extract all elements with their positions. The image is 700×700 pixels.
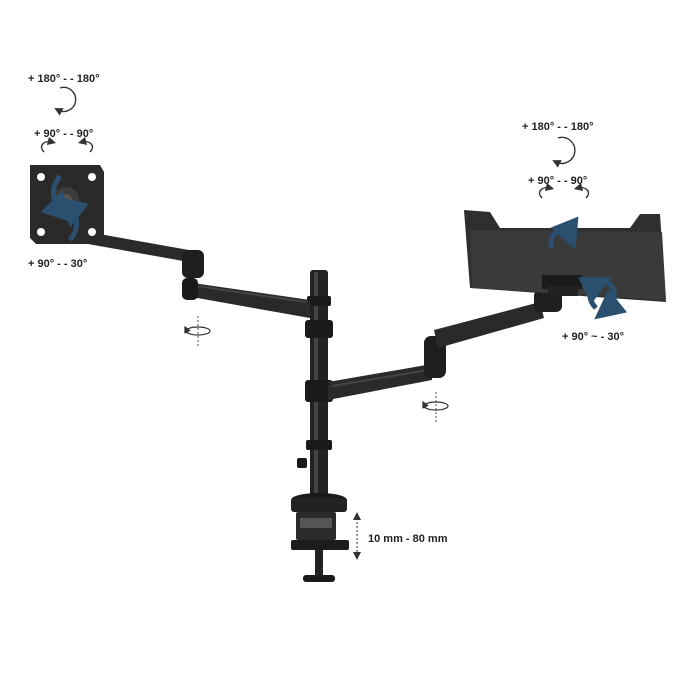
left-arm — [88, 232, 310, 318]
right-swivel-label: + 90° - - 90° — [528, 175, 588, 187]
right-rotation-label: + 180° - - 180° — [522, 121, 594, 133]
left-swivel-label: + 90° - - 90° — [34, 128, 94, 140]
joint-swivel-icon-right — [422, 392, 449, 422]
rotate-circle-icon — [54, 86, 77, 116]
left-tilt-arrows — [40, 174, 90, 242]
vertical-double-arrow-icon — [353, 512, 361, 560]
joint-swivel-icon-left — [184, 316, 211, 346]
left-tilt-label: + 90° - - 30° — [28, 258, 88, 270]
height-range-label: 10 mm - 80 mm — [368, 533, 448, 545]
central-pole — [297, 270, 333, 500]
swivel-arrows-icon — [538, 182, 590, 199]
right-tilt-label: + 90° ~ - 30° — [562, 331, 625, 343]
laptop-tray — [464, 210, 666, 302]
rotate-circle-icon — [552, 136, 576, 168]
tray-rotate-arrow — [548, 216, 579, 250]
left-rotation-label: + 180° - - 180° — [28, 73, 100, 85]
left-vesa-plate — [30, 165, 104, 244]
right-tilt-arrows — [577, 277, 628, 320]
desk-clamp — [291, 493, 349, 582]
swivel-arrows-icon — [40, 136, 94, 153]
right-arm — [328, 290, 562, 400]
